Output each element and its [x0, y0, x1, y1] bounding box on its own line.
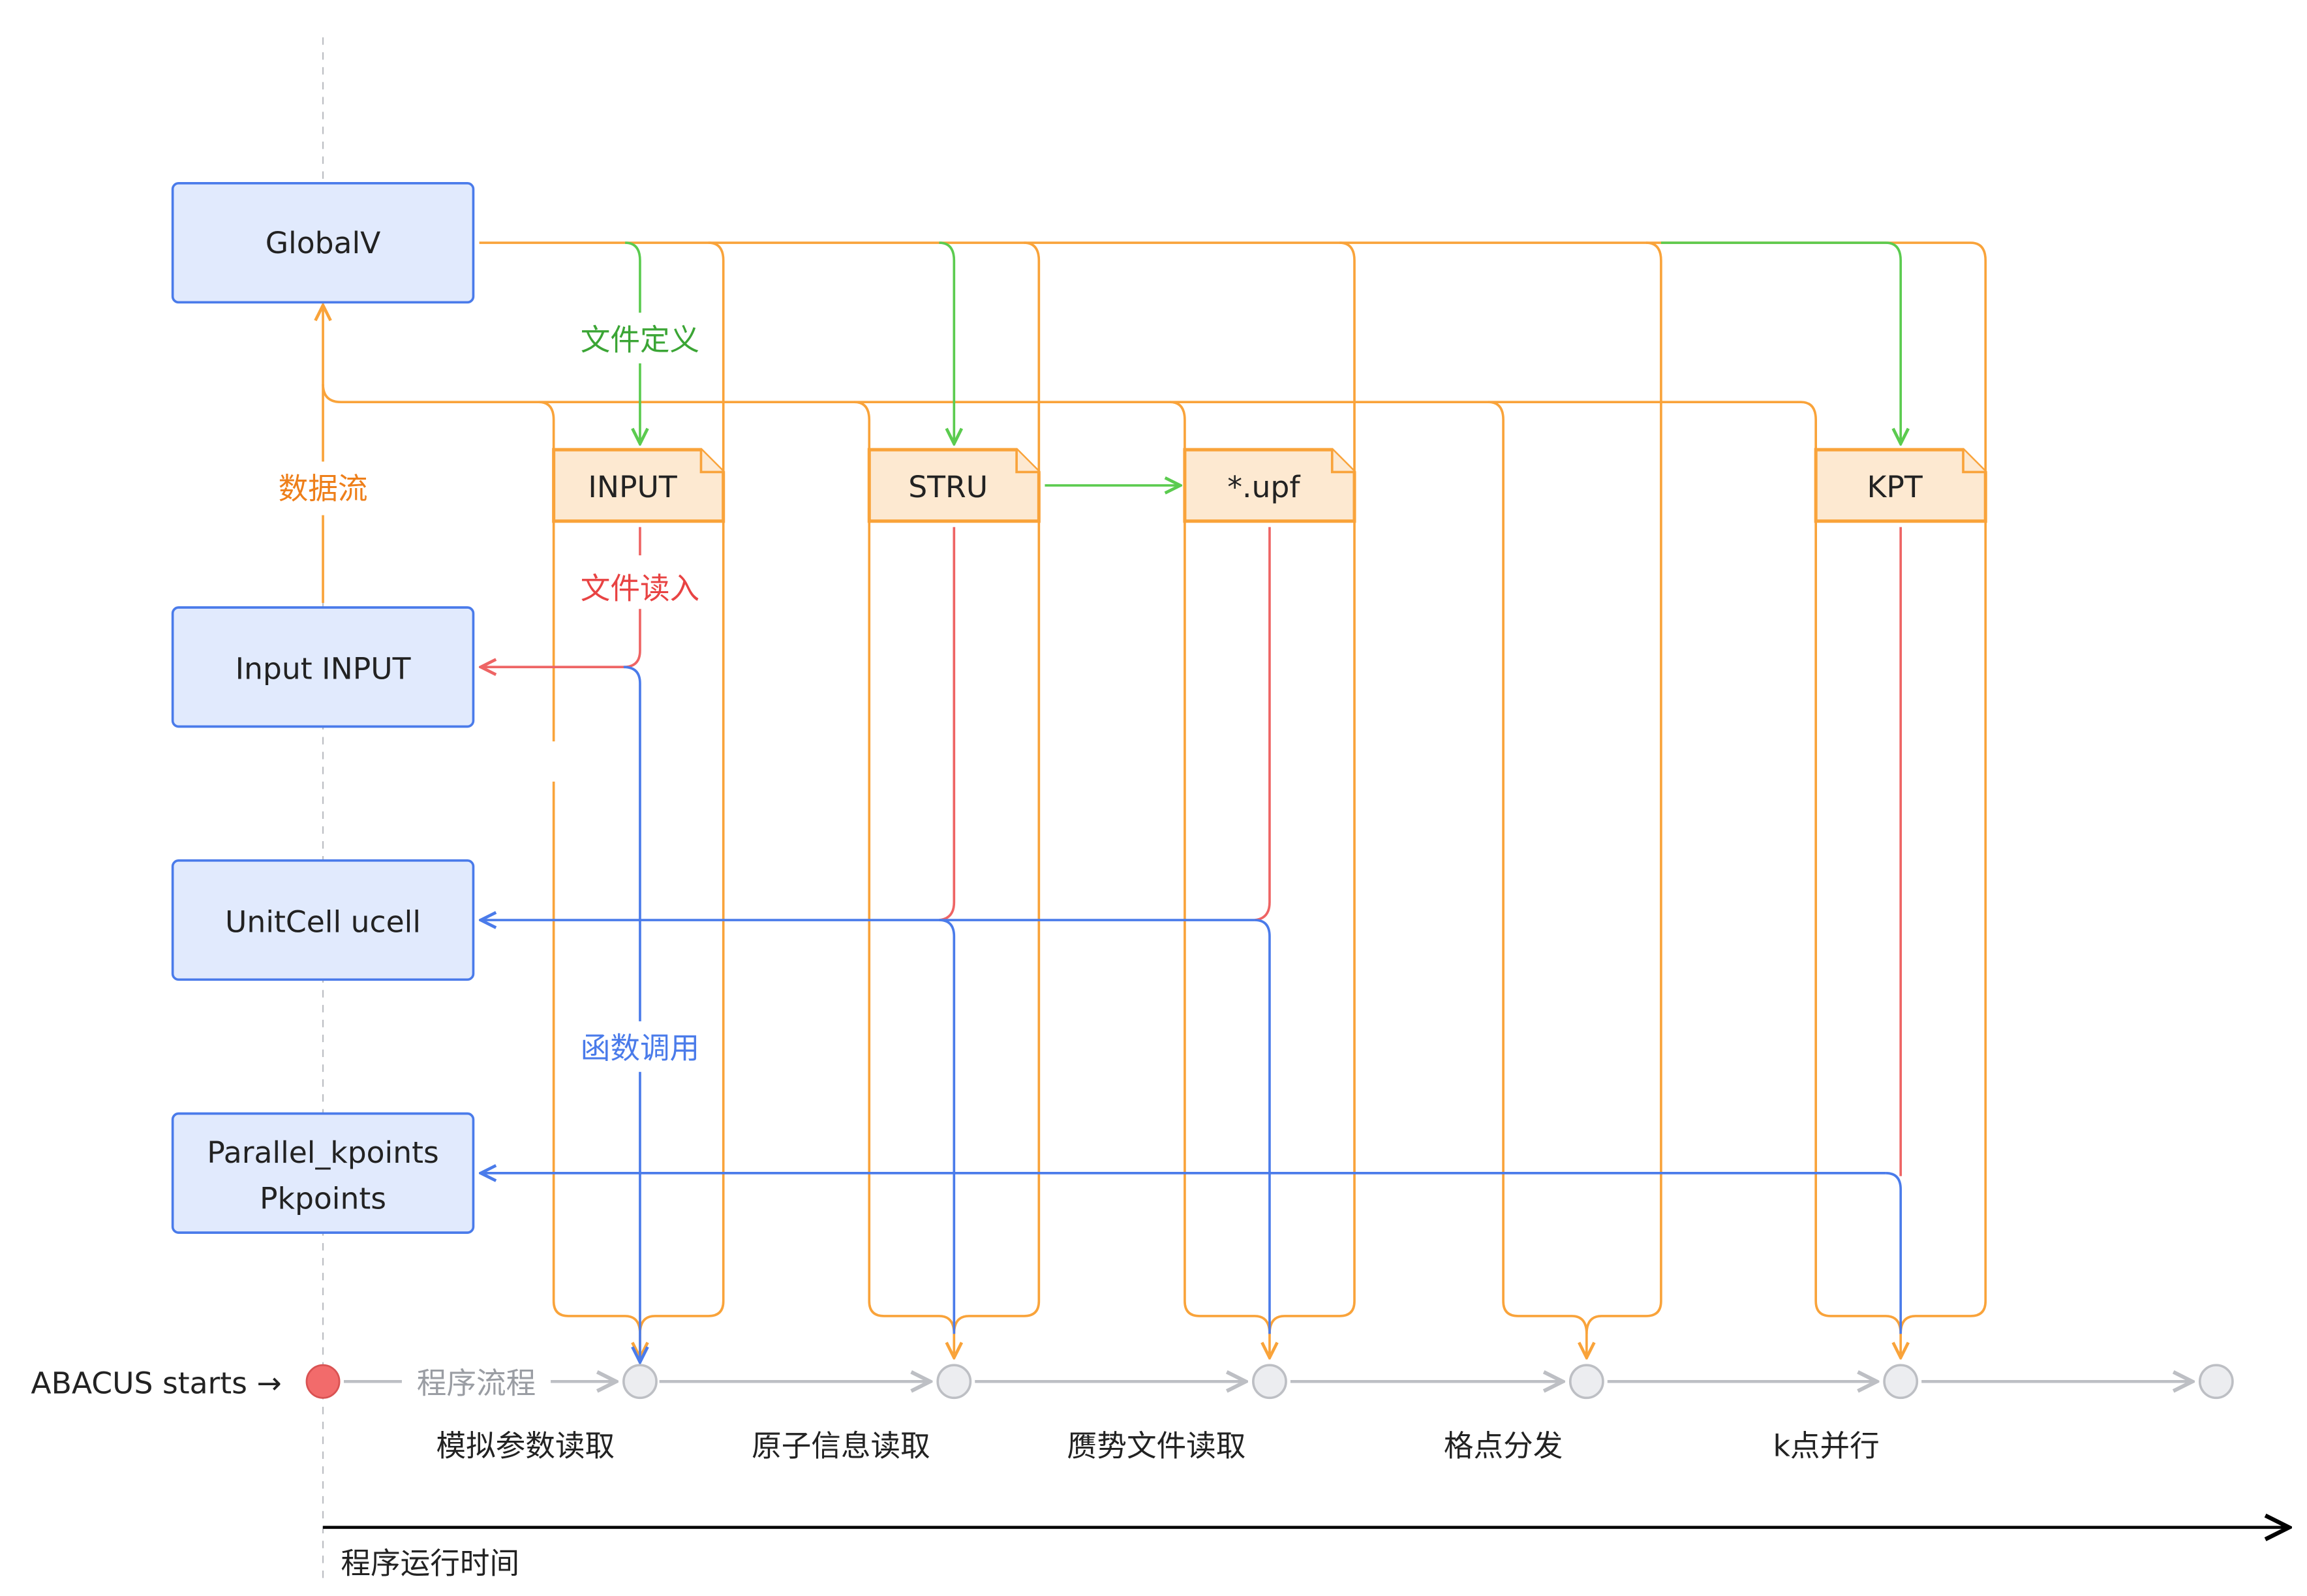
program-flow-label: 程序流程	[417, 1366, 536, 1401]
file-upf-icon	[1183, 448, 1356, 523]
file-kpt-icon	[1814, 448, 1987, 523]
file-upf-label: *.upf	[1227, 470, 1300, 504]
file-stru[interactable]: STRU	[867, 448, 1041, 523]
file-definition-arrows	[625, 241, 1901, 485]
stage-node-4[interactable]	[1568, 1364, 1604, 1400]
stage-node-1[interactable]	[622, 1364, 658, 1400]
dataflow-label: 数据流	[279, 471, 368, 506]
class-pkpoints-label-line1: Parallel_kpoints	[207, 1135, 438, 1170]
function-call-arrows	[481, 666, 1902, 1362]
class-unitcell-label: UnitCell ucell	[225, 904, 421, 939]
file-read-label: 文件读入	[581, 571, 699, 606]
stage-label: 格点分发	[1444, 1428, 1563, 1463]
class-pkpoints-label-line2: Pkpoints	[260, 1182, 386, 1216]
stage-label: 赝势文件读取	[1067, 1428, 1246, 1463]
stage-label: 模拟参数读取	[436, 1428, 615, 1463]
class-input-label: Input INPUT	[236, 651, 411, 686]
file-input-icon	[552, 448, 726, 523]
runtime-axis-label: 程序运行时间	[341, 1546, 519, 1581]
file-stru-label: STRU	[908, 470, 988, 504]
file-upf[interactable]: *.upf	[1183, 448, 1356, 523]
stage-node-2[interactable]	[936, 1364, 972, 1400]
stage-node-end[interactable]	[2198, 1364, 2234, 1400]
file-input-label: INPUT	[588, 470, 677, 504]
file-kpt-label: KPT	[1867, 470, 1922, 504]
stage-node-3[interactable]	[1252, 1364, 1287, 1400]
start-node[interactable]	[305, 1364, 341, 1399]
class-unitcell[interactable]: UnitCell ucell	[171, 859, 475, 981]
globalv-dataflow-top-bus	[479, 241, 1987, 1334]
class-input[interactable]: Input INPUT	[171, 606, 475, 728]
stage-label: 原子信息读取	[752, 1428, 930, 1463]
abacus-start-label: ABACUS starts →	[31, 1366, 281, 1401]
stage-node-5[interactable]	[1883, 1364, 1919, 1400]
file-read-arrows	[481, 527, 1902, 1176]
class-globalv[interactable]: GlobalV	[171, 182, 475, 304]
class-pkpoints[interactable]: Parallel_kpoints Pkpoints	[171, 1112, 475, 1234]
file-input[interactable]: INPUT	[552, 448, 726, 523]
file-kpt[interactable]: KPT	[1814, 448, 1987, 523]
dataflow-label-bg	[267, 461, 378, 515]
function-call-label: 函数调用	[581, 1031, 699, 1066]
file-definition-label: 文件定义	[581, 322, 699, 357]
file-stru-icon	[867, 448, 1041, 523]
class-globalv-label: GlobalV	[266, 226, 381, 260]
stage-label: k点并行	[1773, 1428, 1880, 1463]
